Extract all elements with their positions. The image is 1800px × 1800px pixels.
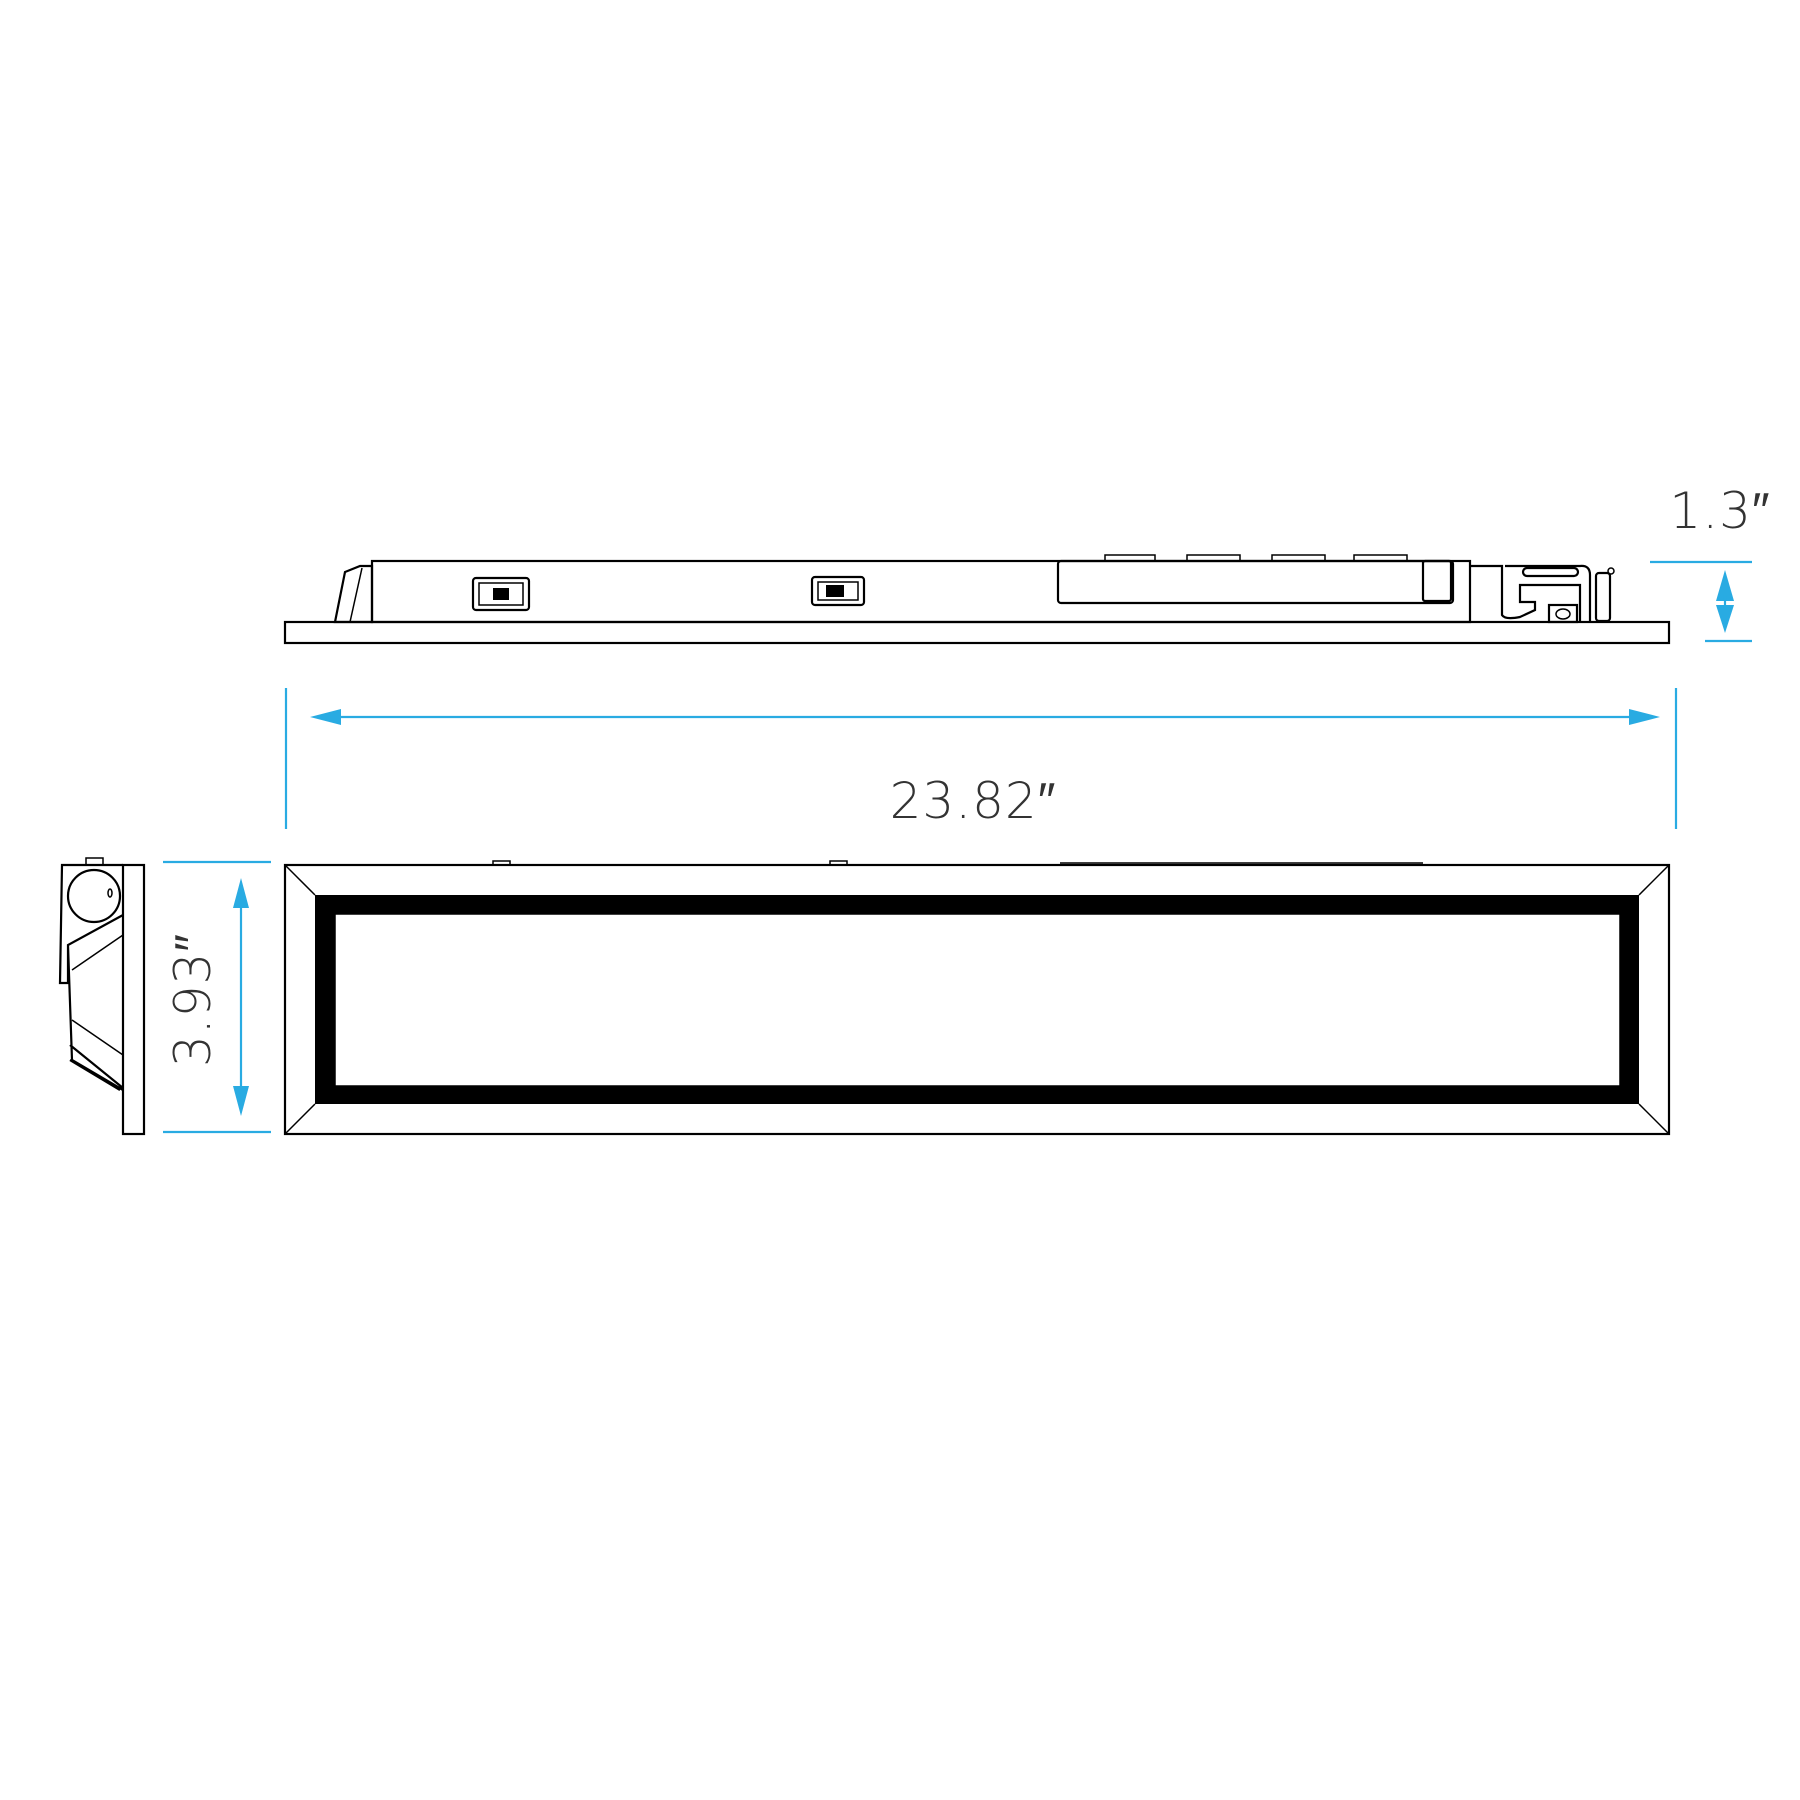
side-clip-1 [471, 576, 531, 612]
driver-tab [1104, 554, 1156, 562]
bracket-block [1547, 603, 1579, 624]
driver-tab [1271, 554, 1326, 562]
length-dimension: 23.82″ [284, 688, 1678, 830]
end-view [58, 857, 146, 1136]
front-view [283, 860, 1671, 1136]
side-clip-2-inner [817, 581, 859, 601]
front-clip-tab [829, 860, 848, 866]
front-clip-tab [492, 860, 511, 866]
end-housing-edge [71, 1019, 124, 1056]
side-clip-1-tab [493, 588, 509, 600]
front-miter-bottom-right [1638, 1103, 1670, 1135]
bracket-screw [1607, 567, 1615, 575]
side-bracket-edge [349, 567, 363, 623]
driver-tab [1186, 554, 1241, 562]
width-arrow-up [233, 878, 249, 908]
side-housing [370, 559, 1472, 624]
height-arrow-down [1716, 605, 1734, 633]
height-dimension: 1.3″ [1650, 482, 1770, 643]
length-arrow-right [1629, 709, 1660, 725]
front-trim [283, 863, 1671, 1136]
side-clip-2-tab [826, 585, 844, 597]
front-miter-top-left [284, 864, 316, 896]
length-arrow-left [310, 709, 341, 725]
end-housing-edge [71, 934, 124, 971]
bracket-hole [1555, 608, 1571, 620]
width-arrow-down [233, 1086, 249, 1116]
front-miter-bottom-left [284, 1103, 316, 1135]
side-driver-tabs [1104, 554, 1408, 562]
side-trim-plate [283, 620, 1671, 645]
side-bracket-left [333, 564, 374, 624]
end-top-tab [85, 857, 104, 866]
height-label: 1.3″ [1669, 482, 1770, 540]
side-driver-box [1056, 559, 1455, 605]
height-arrow-up [1716, 570, 1734, 601]
bracket-slot [1521, 566, 1580, 578]
end-housing [58, 863, 124, 1091]
bracket-post [1594, 571, 1612, 623]
width-dimension: 3.93″ [163, 860, 271, 1134]
width-label: 3.93″ [164, 933, 222, 1067]
side-clip-2 [810, 575, 866, 607]
front-miter-top-right [1638, 864, 1670, 896]
front-lens [334, 913, 1621, 1087]
end-knockout-slot [107, 888, 113, 898]
side-bracket-right [1470, 564, 1592, 622]
end-trim [121, 863, 146, 1136]
driver-tab [1353, 554, 1408, 562]
end-knockout-circle [66, 868, 122, 924]
side-driver-end-cap [1421, 559, 1453, 603]
side-clip-1-inner [478, 582, 524, 606]
length-label: 23.82″ [890, 772, 1057, 830]
side-view [283, 554, 1671, 645]
